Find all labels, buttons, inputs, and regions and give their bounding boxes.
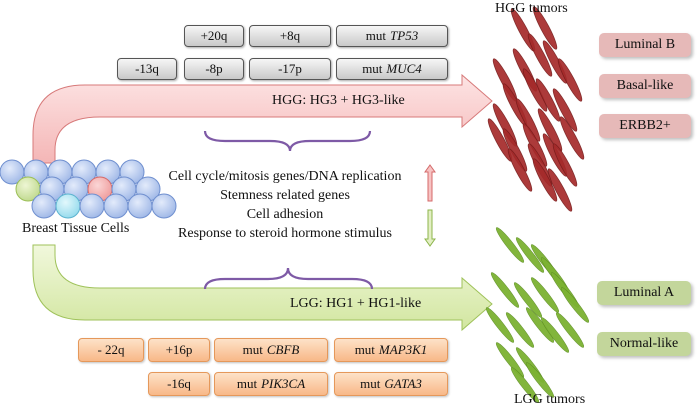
upper-brace-icon	[203, 130, 372, 152]
alteration-label: mut	[362, 61, 383, 76]
lower-brace-icon	[203, 267, 374, 290]
hgg-alteration-box: +20q	[184, 25, 244, 47]
hgg-alteration-box: -13q	[117, 58, 177, 80]
subtype-box-normal-like: Normal-like	[597, 332, 691, 356]
hgg-tumor-cell	[492, 58, 518, 102]
lgg-tumor-cell	[485, 307, 515, 343]
downregulated-process: Response to steroid hormone stimulus	[178, 226, 392, 241]
hgg-arrow-label: HGG: HG3 + HG3-like	[272, 93, 405, 108]
cell	[127, 193, 153, 219]
process-list: Cell cycle/mitosis genes/DNA replication…	[150, 167, 420, 243]
subtype-box-luminal-a: Luminal A	[597, 281, 691, 305]
lgg-tumor-cell	[495, 227, 525, 263]
hgg-alteration-box: -8p	[184, 58, 244, 80]
subtype-box-basal-like: Basal-like	[599, 74, 691, 98]
hgg-tumor-cells-icon	[487, 6, 585, 212]
alteration-label: +16p	[165, 342, 193, 357]
downregulated-process: Cell adhesion	[246, 207, 324, 222]
hgg-tumor-cell	[547, 168, 573, 212]
upregulated-process: Cell cycle/mitosis genes/DNA replication	[168, 169, 402, 184]
alteration-label: mut	[354, 342, 375, 357]
alteration-label: -8p	[205, 61, 223, 76]
hgg-arrow	[32, 73, 493, 164]
cell	[31, 193, 57, 219]
gene-name: MAP3K1	[378, 342, 428, 357]
lgg-tumor-cell	[495, 342, 525, 378]
cell	[55, 193, 81, 219]
downregulated-arrow-icon	[424, 209, 436, 247]
cell	[151, 193, 177, 219]
hgg-tumor-cell	[552, 143, 578, 187]
gene-name: PIK3CA	[261, 376, 306, 391]
lgg-alteration-box: - 22q	[78, 338, 144, 362]
hgg-tumor-cell	[532, 6, 558, 50]
hgg-alteration-box: +8q	[249, 25, 331, 47]
hgg-tumors-label: HGG tumors	[495, 1, 568, 16]
lgg-alteration-box: +16p	[148, 338, 210, 362]
lgg-tumor-cell	[555, 312, 585, 348]
lgg-tumor-cell	[525, 362, 555, 398]
hgg-tumor-cell	[559, 116, 585, 160]
lgg-tumors-label: LGG tumors	[514, 392, 586, 407]
lgg-tumor-cell	[515, 237, 545, 273]
alteration-label: -13q	[135, 61, 159, 76]
alteration-label: - 22q	[97, 342, 125, 357]
hgg-tumor-cell	[515, 98, 541, 142]
lgg-tumor-cell	[530, 277, 560, 313]
subtype-box-erbb2: ERBB2+	[599, 114, 691, 138]
alteration-label: mut	[365, 28, 387, 43]
lgg-arrow-label: LGG: HG1 + HG1-like	[290, 296, 422, 311]
cell	[79, 193, 105, 219]
alteration-label: mut	[242, 342, 263, 357]
lgg-arrow	[32, 244, 493, 332]
alteration-label: mut	[236, 376, 258, 391]
gene-name: CBFB	[266, 342, 300, 357]
alteration-label: mut	[360, 376, 381, 391]
lgg-alteration-box: -16q	[148, 372, 210, 396]
upregulated-process: Stemness related genes	[220, 188, 350, 203]
cell	[103, 193, 129, 219]
lgg-tumor-cell	[510, 367, 540, 403]
subtype-box-luminal-b: Luminal B	[599, 33, 691, 57]
hgg-tumor-cell	[552, 88, 578, 132]
hgg-tumor-cell	[557, 58, 583, 102]
hgg-tumor-cell	[527, 33, 553, 77]
gene-name: TP53	[390, 28, 419, 43]
hgg-alteration-box: -17p	[249, 58, 331, 80]
origin-label: Breast Tissue Cells	[22, 221, 130, 236]
alteration-label: -16q	[167, 376, 191, 391]
hgg-tumor-cell	[507, 148, 533, 192]
lgg-tumor-cell	[560, 287, 590, 323]
hgg-tumor-cell	[535, 78, 561, 122]
gene-name: GATA3	[384, 376, 422, 391]
lgg-tumor-cell	[490, 272, 520, 308]
alteration-label: +20q	[200, 28, 228, 43]
alteration-label: +8q	[279, 28, 301, 43]
upregulated-arrow-icon	[424, 164, 436, 202]
alteration-label: -17p	[278, 61, 302, 76]
lgg-tumor-cells-icon	[485, 227, 590, 403]
gene-name: MUC4	[386, 61, 422, 76]
lgg-tumor-cell	[540, 317, 570, 353]
lgg-tumor-cell	[505, 312, 535, 348]
breast-tissue-cells-icon	[0, 159, 177, 219]
hgg-tumor-cell	[532, 158, 558, 202]
